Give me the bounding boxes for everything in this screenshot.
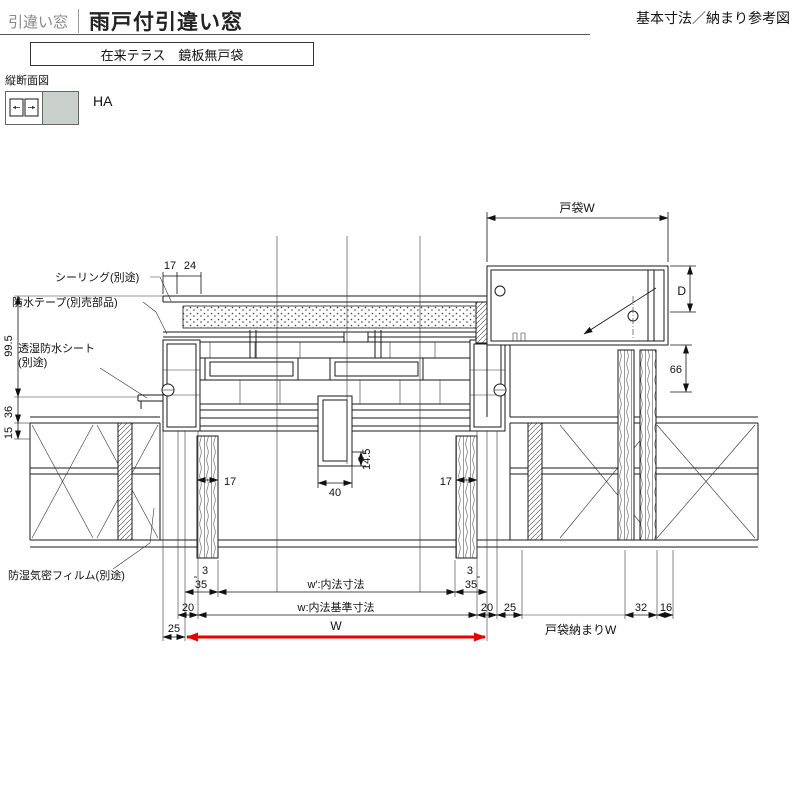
sliding-sash-icon bbox=[6, 92, 42, 124]
dim-16: 16 bbox=[660, 602, 672, 614]
center-drop-rail bbox=[317, 395, 353, 467]
legend-highlight-cell bbox=[42, 92, 78, 124]
window-category-label: 引違い窓 bbox=[8, 13, 69, 31]
right-support-post bbox=[455, 435, 478, 559]
dim-20-left: 20 bbox=[182, 602, 194, 614]
dim-top-17: 17 bbox=[164, 260, 176, 272]
callout-waterproof-tape: 防水テープ(別売部品) bbox=[12, 295, 118, 309]
section-type-label: 縦断面図 bbox=[5, 75, 49, 87]
dim-25-right: 25 bbox=[504, 602, 516, 614]
dim-right-66: 66 bbox=[670, 364, 682, 376]
dim-offset-3-right: 3 bbox=[467, 565, 473, 577]
dim-offset-3-left: 3 bbox=[202, 565, 208, 577]
legend-code: HA bbox=[93, 93, 113, 109]
dim-w-base: w:内法基準寸法 bbox=[297, 600, 375, 614]
callout-moisture-film: 防湿気密フィルム(別途) bbox=[8, 568, 125, 582]
callout-moisture-sheet-1: 透湿防水シート bbox=[18, 341, 95, 355]
subtitle-box: 在来テラス 鏡板無戸袋 bbox=[30, 42, 314, 66]
dim-center-40: 40 bbox=[329, 487, 341, 499]
track-centerlines bbox=[276, 236, 421, 592]
corner-note: 基本寸法／納まり参考図 bbox=[636, 10, 790, 26]
header-underline bbox=[0, 34, 590, 35]
dim-32: 32 bbox=[635, 602, 647, 614]
legend-thumbnail bbox=[5, 91, 79, 125]
dim-w-inner: w′:内法寸法 bbox=[306, 577, 364, 591]
left-wall-section bbox=[29, 416, 161, 541]
screw-box-left bbox=[494, 285, 506, 297]
shutterbox-posts bbox=[617, 349, 657, 541]
shutter-box bbox=[475, 265, 669, 346]
right-wall-section bbox=[509, 416, 759, 541]
dim-35-left: 35 bbox=[195, 579, 207, 591]
dim-tobukuro-osamari: 戸袋納まりW bbox=[545, 623, 617, 637]
callouts: シーリング(別途) 防水テープ(別売部品) 透湿防水シート (別途) 防湿気密フ… bbox=[8, 270, 172, 582]
left-support-post bbox=[196, 435, 219, 559]
header-divider bbox=[78, 9, 80, 33]
wall-base-lines bbox=[30, 539, 758, 548]
interior-sash-rail bbox=[329, 357, 424, 381]
dim-left-15: 15 bbox=[3, 427, 15, 439]
page-title: 雨戸付引違い窓 bbox=[89, 11, 244, 34]
sill-assembly bbox=[137, 295, 511, 467]
exterior-sash-rail bbox=[204, 357, 299, 381]
dim-post-17-right: 17 bbox=[440, 476, 452, 488]
dim-20-right: 20 bbox=[481, 602, 493, 614]
section-legend: HA bbox=[5, 91, 112, 125]
dim-top-24: 24 bbox=[184, 260, 196, 272]
dim-35-right: 35 bbox=[465, 579, 477, 591]
callout-sealing: シーリング(別途) bbox=[55, 270, 139, 284]
dim-left-36: 36 bbox=[3, 406, 15, 418]
dim-25-left: 25 bbox=[168, 623, 180, 635]
header: 引違い窓 雨戸付引違い窓 bbox=[8, 6, 243, 36]
dim-tobukuro-w: 戸袋W bbox=[559, 201, 595, 215]
waterproof-board bbox=[182, 305, 479, 329]
dim-right-d: D bbox=[677, 284, 686, 298]
box-leader-arrow bbox=[583, 287, 657, 335]
dim-w-overall: W bbox=[330, 619, 342, 633]
dim-center-14-5: 14.5 bbox=[361, 449, 373, 470]
callout-moisture-sheet-2: (別途) bbox=[18, 355, 47, 369]
dim-left-99-5: 99.5 bbox=[3, 335, 15, 356]
dimensions: 17 24 戸袋W D 66 99.5 36 bbox=[3, 201, 696, 642]
dim-post-17-left: 17 bbox=[224, 476, 236, 488]
